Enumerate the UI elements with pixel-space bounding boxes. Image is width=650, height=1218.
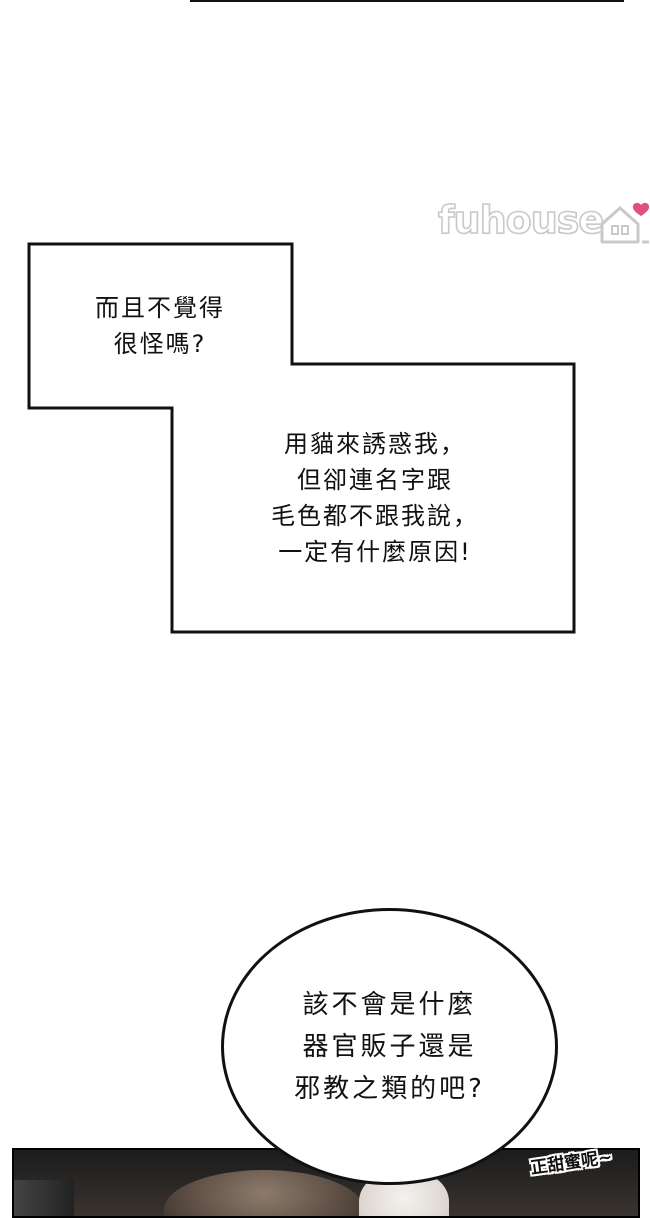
speech-bubble-text: 該不會是什麼 器官販子還是 邪教之類的吧? bbox=[294, 990, 485, 1104]
caption-text-2: 用貓來誘惑我， 但卻連名字跟 毛色都不跟我說， 一定有什麼原因! bbox=[271, 430, 479, 566]
speech-bubble bbox=[221, 908, 558, 1185]
previous-panel-edge bbox=[190, 0, 624, 2]
caption-box-upper bbox=[27, 242, 576, 634]
watermark-logo: fuhouse bbox=[437, 196, 650, 248]
scene-background bbox=[14, 1180, 74, 1216]
caption-box-group bbox=[27, 242, 576, 634]
caption-text-1: 而且不覺得 很怪嗎? bbox=[95, 294, 225, 358]
house-heart-icon bbox=[600, 202, 650, 244]
watermark-text: fuhouse bbox=[437, 197, 605, 243]
